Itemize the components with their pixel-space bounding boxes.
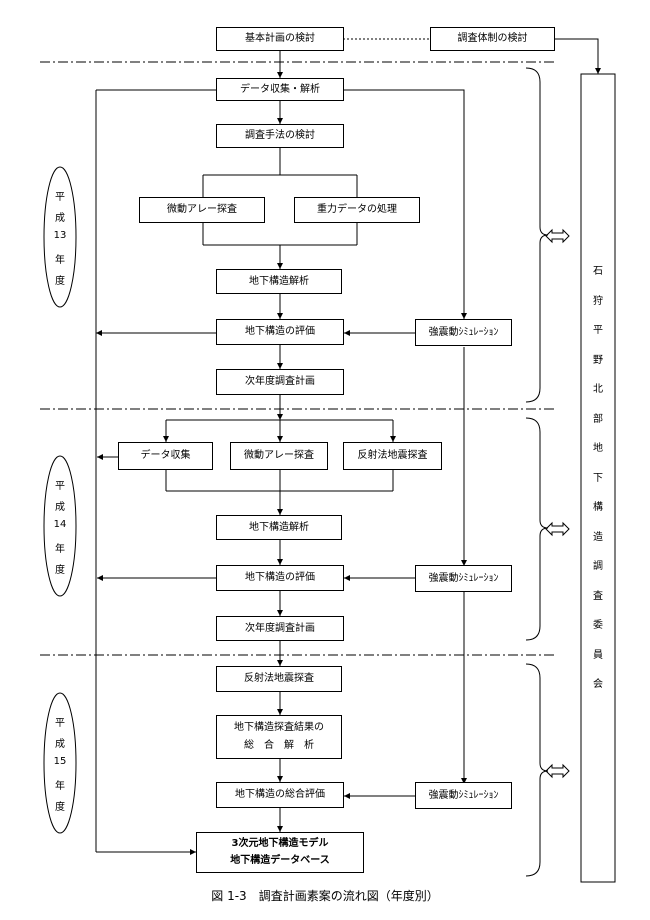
year-char: 平 (55, 192, 65, 203)
committee-char: 査 (593, 590, 603, 602)
year-char: 平 (55, 481, 65, 492)
committee-char: 委 (593, 620, 603, 631)
committee-char: 石 (593, 266, 603, 277)
year-char: 度 (55, 276, 65, 287)
committee-char: 野 (593, 354, 603, 366)
sogo-line-2: 総 合 解 析 (244, 740, 314, 751)
double-arrow-14 (545, 521, 570, 537)
year-char: 度 (55, 565, 65, 576)
committee-char: 北 (593, 384, 603, 395)
year-char: 成 (55, 739, 65, 750)
committee-char: 狩 (593, 295, 603, 307)
box-final: 3次元地下構造モデル 地下構造データベース (196, 832, 364, 873)
final-line-1: 3次元地下構造モデル (231, 838, 329, 849)
sogo-line-1: 地下構造探査結果の (234, 722, 324, 733)
box-juryoku: 重力データの処理 (294, 197, 420, 223)
box-hyoka2: 地下構造の評価 (216, 565, 344, 591)
figure-caption: 図 1-3 調査計画素案の流れ図（年度別） (211, 889, 439, 903)
box-hyoka1: 地下構造の評価 (216, 319, 344, 345)
box-data2: データ収集 (118, 442, 213, 470)
box-data1: データ収集・解析 (216, 78, 344, 101)
year-char: 年 (55, 781, 65, 792)
box-hansha3: 反射法地震探査 (216, 666, 342, 692)
box-sogohyoka: 地下構造の総合評価 (216, 782, 344, 808)
box-jinendo2: 次年度調査計画 (216, 616, 344, 641)
brace-13 (525, 67, 549, 403)
year-char: 14 (53, 519, 67, 530)
box-shuhou: 調査手法の検討 (216, 124, 344, 148)
committee-char: 下 (593, 472, 603, 484)
double-arrow-15 (545, 763, 570, 779)
year-char: 成 (55, 502, 65, 513)
arrow-data1-kyoshin1 (343, 89, 467, 319)
committee-char: 調 (593, 561, 603, 572)
year-char: 13 (53, 230, 67, 241)
box-bidou2: 微動アレー探査 (230, 442, 328, 470)
box-kyoshin3: 強震動ｼﾐｭﾚｰｼｮﾝ (415, 782, 512, 809)
committee-char: 地 (593, 443, 603, 454)
committee-char: 員 (593, 649, 603, 661)
box-jinendo1: 次年度調査計画 (216, 369, 344, 395)
box-taisei: 調査体制の検討 (430, 27, 555, 51)
committee-char: 構 (593, 502, 603, 513)
year-char: 平 (55, 718, 65, 729)
year-char: 年 (55, 544, 65, 555)
box-kaiseki2: 地下構造解析 (216, 515, 342, 540)
brace-15 (525, 663, 549, 877)
year-oval-15 (43, 692, 77, 834)
year-char: 度 (55, 802, 65, 813)
committee-box (580, 73, 616, 883)
committee-char: 造 (593, 531, 603, 543)
double-arrow-13 (545, 228, 570, 244)
year-oval-13 (43, 166, 77, 308)
box-kaiseki1: 地下構造解析 (216, 269, 342, 294)
year-char: 年 (55, 255, 65, 266)
committee-char: 平 (593, 325, 603, 336)
box-kyoshin2: 強震動ｼﾐｭﾚｰｼｮﾝ (415, 565, 512, 592)
box-bidou1: 微動アレー探査 (139, 197, 265, 223)
taisei-to-committee-arrow (555, 38, 601, 74)
committee-char: 会 (593, 679, 603, 690)
final-line-2: 地下構造データベース (230, 855, 330, 866)
box-sogo: 地下構造探査結果の 総 合 解 析 (216, 715, 342, 759)
year-char: 成 (55, 213, 65, 224)
brace-14 (525, 417, 549, 641)
committee-char: 部 (593, 413, 603, 425)
box-kyoshin1: 強震動ｼﾐｭﾚｰｼｮﾝ (415, 319, 512, 346)
year-oval-14 (43, 455, 77, 597)
year-char: 15 (53, 756, 67, 767)
box-hansha2: 反射法地震探査 (343, 442, 442, 470)
box-kihon: 基本計画の検討 (216, 27, 344, 51)
